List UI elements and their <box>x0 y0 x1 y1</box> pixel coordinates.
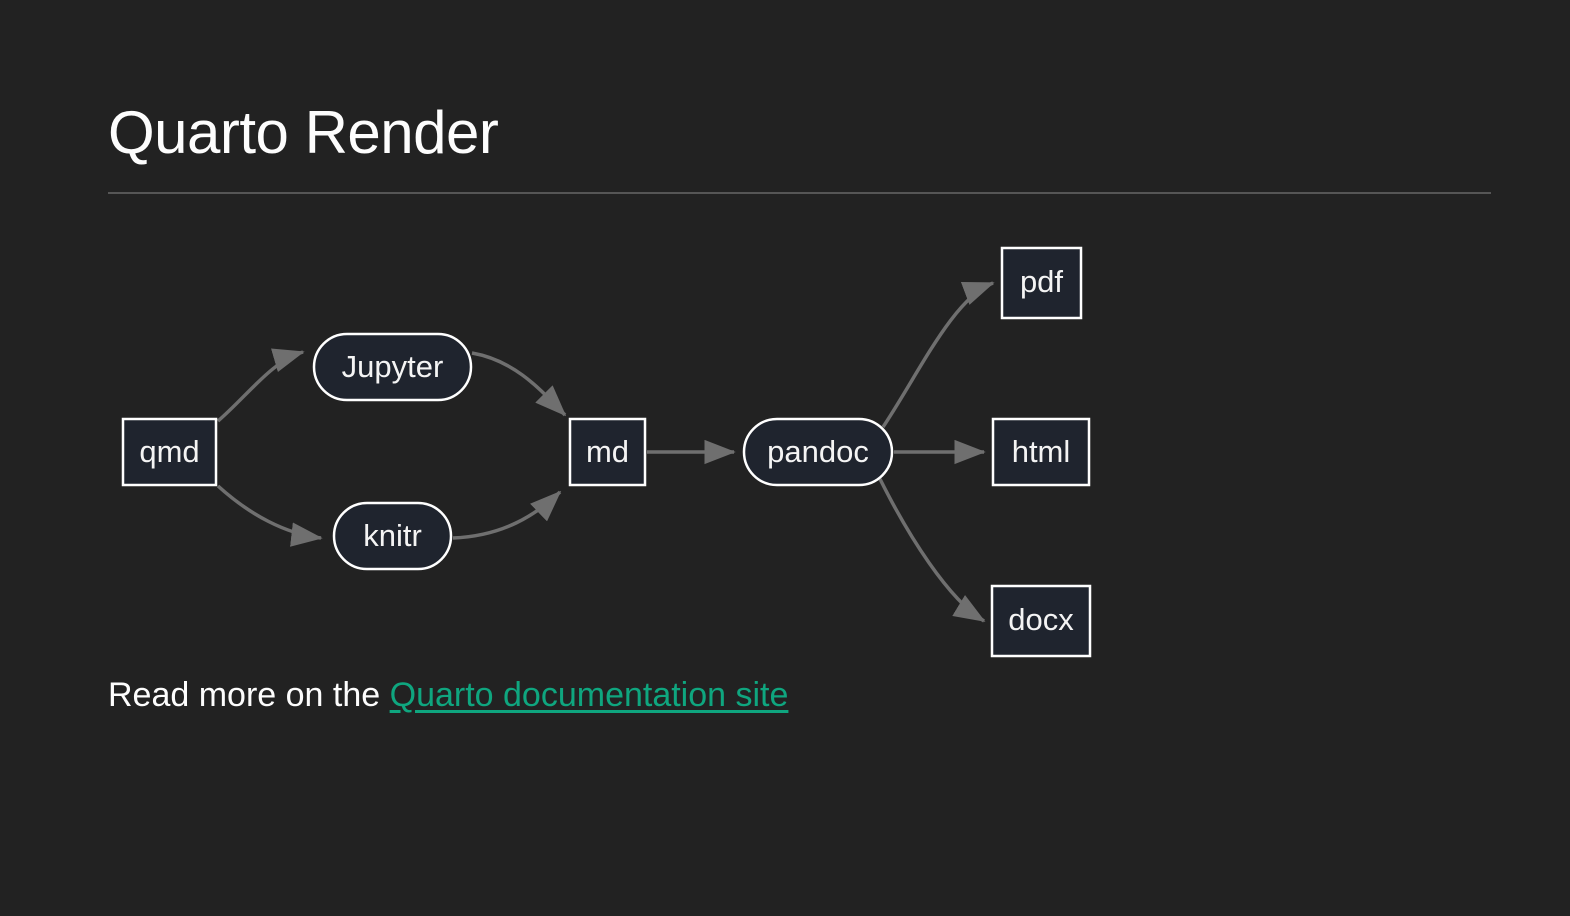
node-html[interactable]: html <box>991 417 1091 487</box>
node-pdf-label: pdf <box>1020 264 1063 299</box>
edge-pandoc-to-pdf <box>881 281 995 428</box>
footer-lead-text: Read more on the <box>108 676 390 714</box>
node-pandoc-label: pandoc <box>767 434 869 469</box>
node-jupyter-shape[interactable] <box>312 332 473 402</box>
node-knitr[interactable]: knitr <box>332 501 453 571</box>
footer-text: Read more on the Quarto documentation si… <box>108 673 788 717</box>
node-docx[interactable]: docx <box>990 584 1092 658</box>
node-md-shape[interactable] <box>568 417 647 487</box>
node-md-label: md <box>586 434 629 469</box>
edge-pandoc-to-docx <box>878 478 986 623</box>
quarto-documentation-link[interactable]: Quarto documentation site <box>389 676 789 714</box>
node-pdf[interactable]: pdf <box>1000 246 1083 320</box>
node-pandoc[interactable]: pandoc <box>742 417 894 487</box>
node-knitr-shape[interactable] <box>332 501 453 571</box>
edge-group <box>216 281 995 623</box>
node-qmd-label: qmd <box>139 434 199 469</box>
node-jupyter[interactable]: Jupyter <box>312 332 473 402</box>
edge-knitr-to-md <box>452 490 562 540</box>
edge-qmd-to-knitr <box>216 484 323 547</box>
page-title: Quarto Render <box>108 99 499 166</box>
title-divider <box>108 192 1491 194</box>
node-docx-label: docx <box>1008 602 1074 637</box>
node-md[interactable]: md <box>568 417 647 487</box>
node-html-label: html <box>1012 434 1071 469</box>
node-html-shape[interactable] <box>991 417 1091 487</box>
node-knitr-label: knitr <box>363 518 422 553</box>
node-jupyter-label: Jupyter <box>342 349 444 384</box>
edge-jupyter-to-md <box>471 351 567 417</box>
node-docx-shape[interactable] <box>990 584 1092 658</box>
node-pandoc-shape[interactable] <box>742 417 894 487</box>
node-qmd-shape[interactable] <box>121 417 218 487</box>
node-group: qmd Jupyter knitr md pandoc <box>121 246 1092 658</box>
quarto-render-flowchart: qmd Jupyter knitr md pandoc <box>108 225 1128 658</box>
node-pdf-shape[interactable] <box>1000 246 1083 320</box>
node-qmd[interactable]: qmd <box>121 417 218 487</box>
edge-qmd-to-jupyter <box>216 348 305 423</box>
